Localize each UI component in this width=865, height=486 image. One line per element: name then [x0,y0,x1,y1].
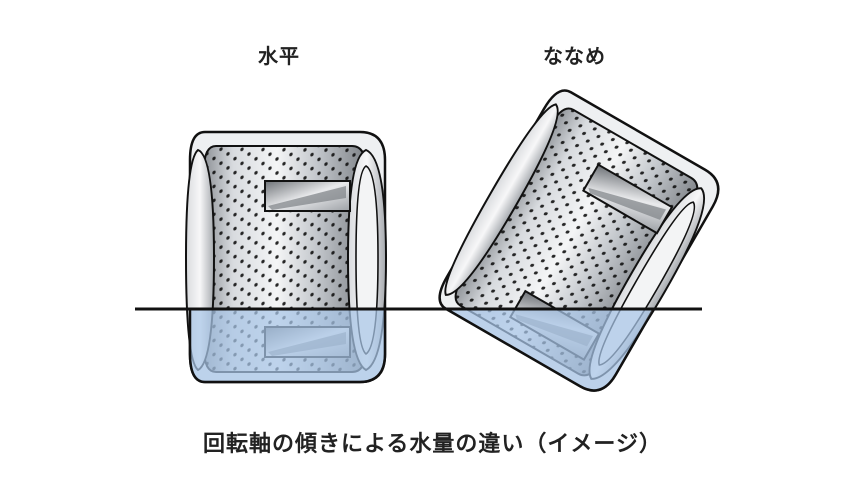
horizontal-drum-water [190,309,385,382]
tilted-drum-water [438,309,720,392]
diagram-caption: 回転軸の傾きによる水量の違い（イメージ） [203,432,662,457]
tilted-drum-label: ななめ [543,44,606,68]
tilted-drum-left-rim [444,103,559,296]
horizontal-drum [184,130,388,384]
horizontal-drum-baffle-top [264,180,351,212]
horizontal-drum-label: 水平 [258,44,300,68]
tilted-drum-baffle-top [581,163,674,235]
